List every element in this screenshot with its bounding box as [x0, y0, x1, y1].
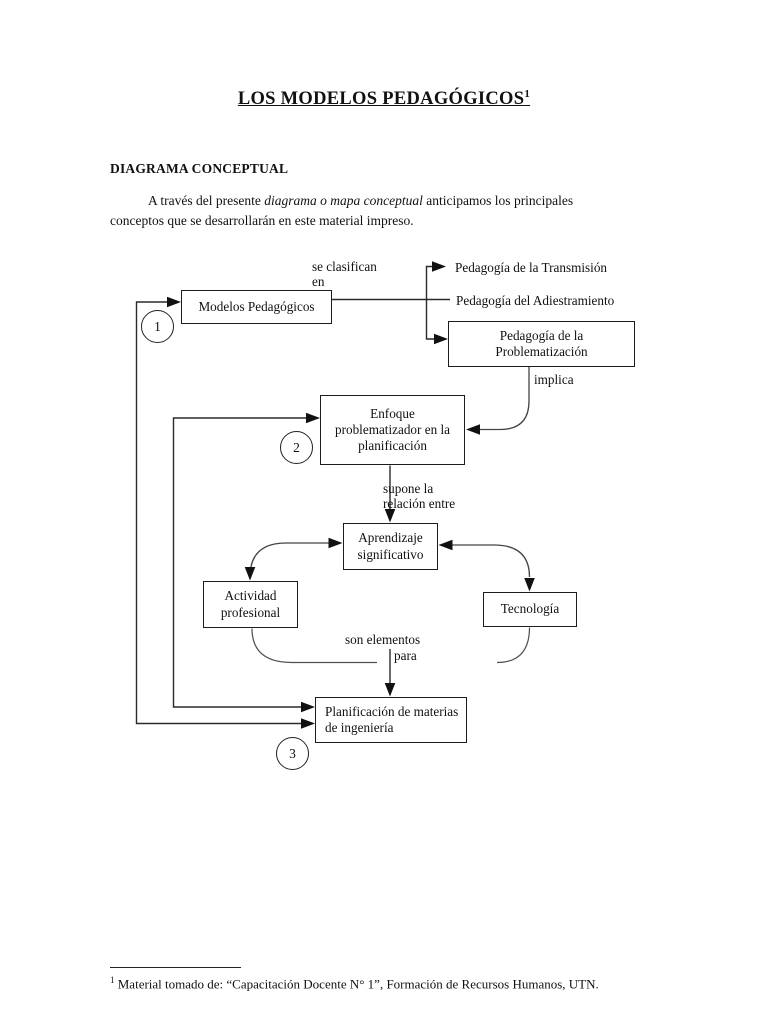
edge-label-se-clasifican: se clasifican en — [312, 259, 377, 289]
arrow-into-aprendizaje-right — [438, 539, 453, 551]
node-pedagogia-adiestramiento: Pedagogía del Adiestramiento — [456, 293, 615, 308]
arrow-into-actividad — [244, 567, 256, 581]
edge-label-son-elementos: son elementos — [345, 632, 421, 647]
intro-italic: diagrama o mapa conceptual — [264, 193, 423, 208]
footnote-ref: 1 — [110, 975, 115, 985]
connector-branch-vertical — [425, 265, 434, 340]
connector-actividad-merge — [251, 628, 377, 664]
connector-tecnologia-merge — [496, 627, 531, 664]
footnote: 1 Material tomado de: “Capacitación Doce… — [110, 975, 690, 992]
connector-tecnologia-aprendizaje — [452, 544, 531, 578]
intro-pre: A través del presente — [148, 193, 265, 208]
connector-implica — [479, 367, 530, 431]
node-modelos-pedagogicos: Modelos Pedagógicos — [181, 290, 332, 324]
arrow-into-aprendizaje-top — [384, 509, 396, 523]
node-enfoque-problematizador: Enfoque problematizador en la planificac… — [320, 395, 465, 465]
node-pedagogia-problematizacion: Pedagogía de la Problematización — [448, 321, 635, 367]
connector-loop-2 — [172, 417, 306, 708]
edge-label-para: para — [394, 648, 417, 663]
section-heading: DIAGRAMA CONCEPTUAL — [110, 161, 289, 176]
edge-label-supone: supone la relación entre — [383, 481, 456, 511]
title-footnote-ref: 1 — [524, 88, 531, 100]
arrow-into-tecnologia — [524, 578, 535, 592]
edge-label-implica: implica — [534, 372, 574, 387]
connector-loop-1 — [135, 301, 301, 725]
connector-actividad-aprendizaje — [249, 542, 329, 578]
arrow-into-problematizacion — [434, 333, 448, 345]
arrow-into-aprendizaje-left — [328, 537, 343, 549]
footnote-separator — [110, 967, 241, 968]
page-title-text: LOS MODELOS PEDAGÓGICOS — [237, 89, 525, 110]
arrow-implica-into-enfoque — [466, 424, 480, 435]
arrow-into-modelos — [167, 296, 181, 308]
marker-circle-2: 2 — [280, 431, 313, 464]
arrow-into-enfoque — [306, 412, 320, 424]
page-title: LOS MODELOS PEDAGÓGICOS1 — [0, 88, 768, 110]
node-aprendizaje-significativo: Aprendizaje significativo — [343, 523, 438, 570]
intro-paragraph: A través del presente diagrama o mapa co… — [110, 191, 630, 231]
node-tecnologia: Tecnología — [483, 592, 577, 627]
marker-circle-3: 3 — [276, 737, 309, 770]
arrow-to-transmision — [432, 261, 446, 272]
arrow-into-planificacion-lower — [301, 718, 315, 729]
arrow-into-planificacion-upper — [301, 701, 315, 713]
node-planificacion-materias: Planificación de materias de ingeniería — [315, 697, 467, 743]
marker-circle-1: 1 — [141, 310, 174, 343]
intro-post: anticipamos los principales conceptos qu… — [110, 193, 574, 228]
node-pedagogia-transmision: Pedagogía de la Transmisión — [455, 260, 608, 275]
footnote-text: Material tomado de: “Capacitación Docent… — [117, 976, 599, 992]
arrow-into-planificacion-top — [384, 683, 396, 697]
node-actividad-profesional: Actividad profesional — [203, 581, 298, 628]
